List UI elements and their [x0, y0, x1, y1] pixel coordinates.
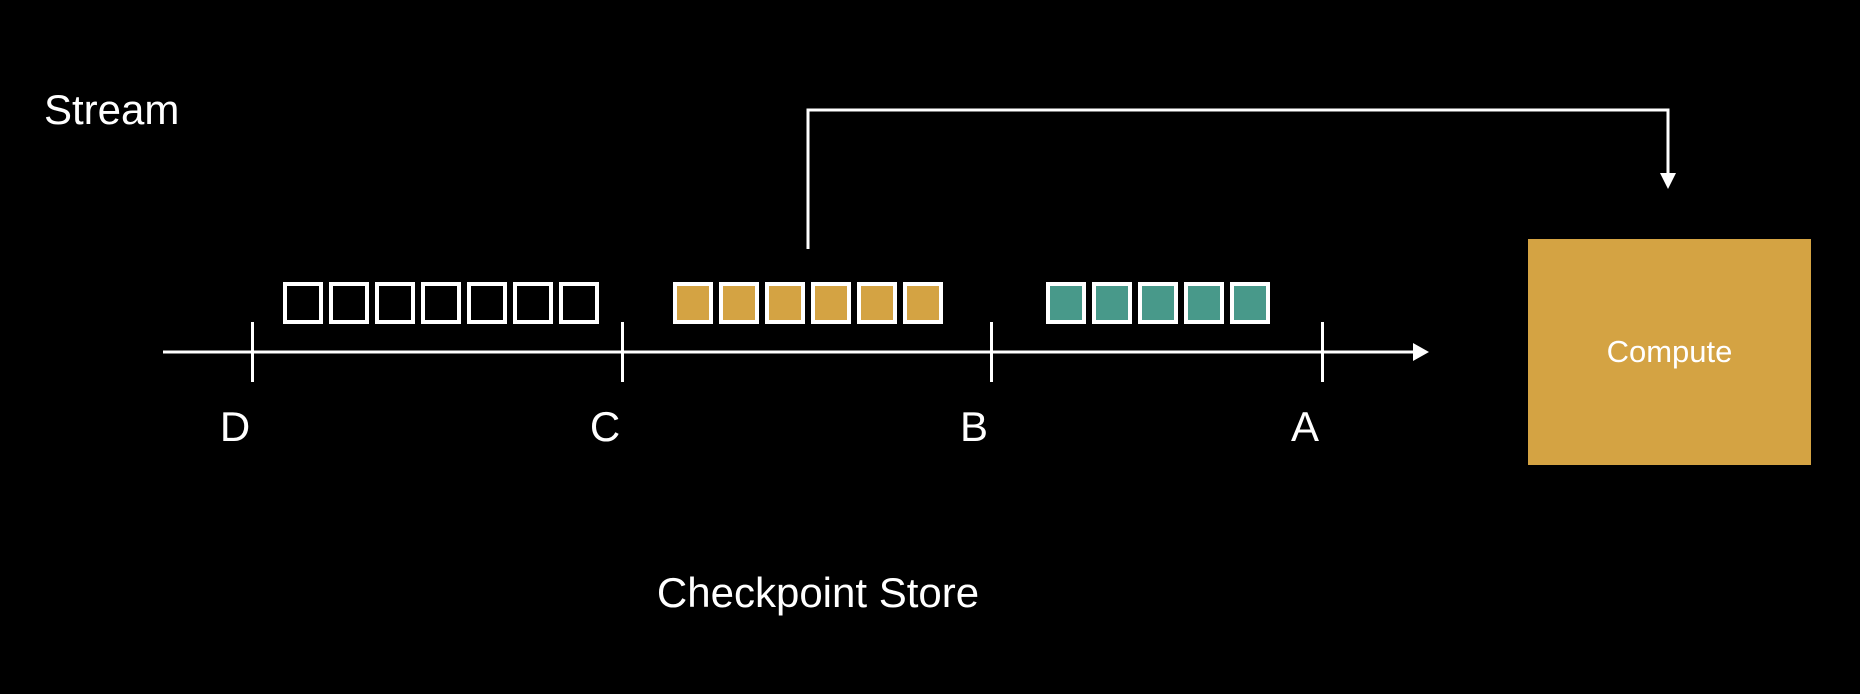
tick-A	[1320, 322, 1324, 382]
tick-label-C: C	[589, 403, 621, 450]
compute-box: Compute	[1528, 239, 1811, 465]
teal-boxes-item	[1046, 282, 1086, 324]
connector-arrowhead-icon	[1660, 173, 1676, 189]
teal-boxes-item	[1184, 282, 1224, 324]
connector-elbow-line	[806, 108, 1670, 249]
tick-label-A: A	[1290, 403, 1320, 450]
orange-boxes-item	[903, 282, 943, 324]
tick-C	[620, 322, 624, 382]
outline-boxes-item	[329, 282, 369, 324]
orange-boxes-item	[857, 282, 897, 324]
outline-boxes-item	[421, 282, 461, 324]
stream-label: Stream	[44, 86, 180, 133]
orange-boxes-item	[673, 282, 713, 324]
outline-boxes-item	[283, 282, 323, 324]
teal-boxes-item	[1092, 282, 1132, 324]
tick-B	[989, 322, 993, 382]
outline-boxes-item	[559, 282, 599, 324]
tick-D	[250, 322, 254, 382]
checkpoint-store-label: Checkpoint Store	[656, 569, 980, 616]
tick-label-D: D	[219, 403, 251, 450]
compute-box-label: Compute	[1606, 334, 1733, 370]
orange-boxes-item	[811, 282, 851, 324]
teal-boxes	[1046, 282, 1270, 324]
stream-axis-arrowhead-icon	[1413, 343, 1429, 361]
orange-boxes-item	[719, 282, 759, 324]
tick-label-B: B	[959, 403, 989, 450]
orange-boxes-item	[765, 282, 805, 324]
outline-boxes	[283, 282, 599, 324]
orange-boxes	[673, 282, 943, 324]
outline-boxes-item	[513, 282, 553, 324]
outline-boxes-item	[375, 282, 415, 324]
outline-boxes-item	[467, 282, 507, 324]
teal-boxes-item	[1138, 282, 1178, 324]
teal-boxes-item	[1230, 282, 1270, 324]
